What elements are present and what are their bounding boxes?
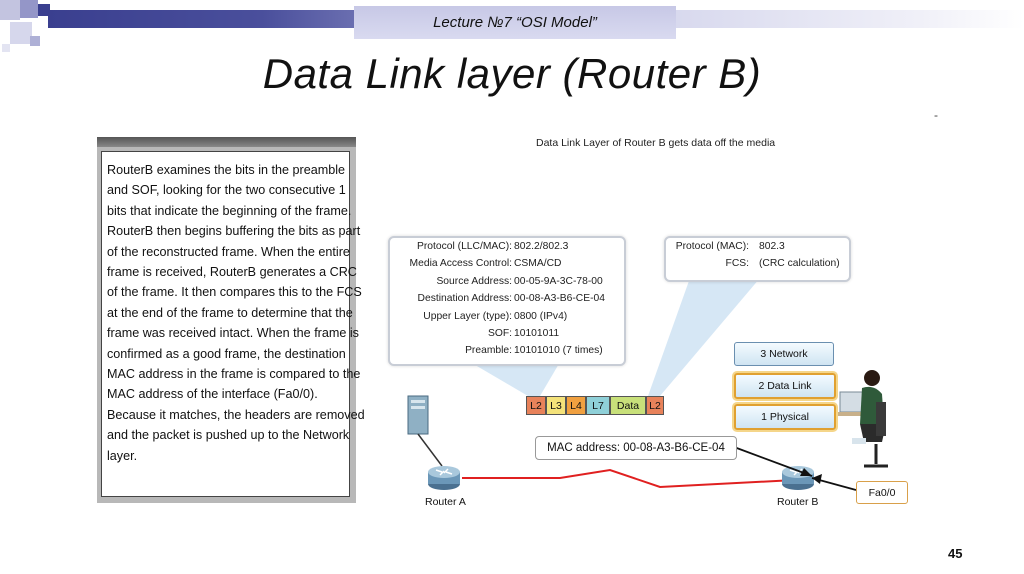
callout-key: Source Address:	[436, 275, 512, 287]
panel-text-line: layer.	[107, 448, 138, 463]
callout-value: 802.3	[759, 241, 785, 252]
decor-square	[38, 4, 50, 16]
callout-key: Destination Address:	[417, 293, 512, 305]
mac-arrow	[733, 446, 813, 477]
header-bar-right	[676, 10, 1024, 28]
decor-square	[20, 0, 38, 18]
panel-text: RouterB examines the bits in the preambl…	[107, 160, 365, 466]
callout-value: 0800 (IPv4)	[514, 310, 568, 322]
layer-network: 3 Network	[734, 342, 834, 366]
person-at-desk-icon	[834, 370, 888, 468]
panel-text-line: and the packet is pushed up to the Netwo…	[107, 428, 350, 443]
frame-segment: L2	[646, 396, 664, 415]
panel-text-line: of the reconstructed frame. When the ent…	[107, 244, 350, 259]
callout-value: CSMA/CD	[514, 258, 562, 270]
frame-segment: L3	[546, 396, 566, 415]
panel-text-line: frame was received intact. When the fram…	[107, 326, 359, 341]
panel-text-line: RouterB examines the bits in the preambl…	[107, 163, 346, 177]
callout-value: (CRC calculation)	[759, 258, 840, 270]
panel-text-line: and SOF, looking for the two consecutive…	[107, 183, 346, 198]
router-a-icon	[428, 466, 460, 490]
callout-key: FCS:	[725, 258, 749, 270]
callout-value: 10101011	[514, 328, 560, 339]
panel-text-line: RouterB then begins buffering the bits a…	[107, 224, 361, 239]
decor-square	[30, 36, 40, 46]
mac-address-label: MAC address: 00-08-A3-B6-CE-04	[535, 436, 737, 460]
header-bar-left	[48, 10, 354, 28]
panel-text-line: frame is received, RouterB generates a C…	[107, 265, 357, 280]
interface-label: Fa0/0	[856, 481, 908, 504]
panel-text-line: confirmed as a good frame, the destinati…	[107, 346, 346, 361]
layer-physical: 1 Physical	[734, 404, 836, 430]
callout-key: Upper Layer (type):	[423, 310, 512, 322]
page-number: 45	[948, 546, 963, 561]
panel-text-line: Because it matches, the headers are remo…	[107, 407, 365, 422]
decor-square	[2, 44, 10, 52]
frame-segment: L4	[566, 396, 586, 415]
router-b-icon	[782, 466, 814, 490]
panel-text-line: MAC address of the interface (Fa0/0).	[107, 387, 318, 402]
left-callout-wedge	[470, 362, 560, 396]
panel-text-line: of the frame. It then compares this to t…	[107, 285, 362, 300]
decor-square	[0, 0, 20, 20]
frame-segment: L2	[526, 396, 546, 415]
tick-mark: -	[934, 108, 938, 122]
network-link	[462, 468, 796, 489]
text-panel-header	[97, 137, 356, 147]
callout-value: 00-08-A3-B6-CE-04	[514, 293, 605, 305]
lecture-label: Lecture №7 “OSI Model”	[433, 14, 597, 31]
callout-key: Preamble:	[465, 345, 512, 357]
router-b-label: Router B	[777, 496, 819, 508]
router-a-label: Router A	[425, 496, 466, 508]
frame-segment: Data	[610, 396, 646, 415]
server-icon	[407, 395, 443, 467]
frame-segment: L7	[586, 396, 610, 415]
panel-text-line: at the end of the frame to determine tha…	[107, 305, 353, 320]
text-panel: RouterB examines the bits in the preambl…	[97, 137, 365, 503]
callout-key: Protocol (MAC):	[675, 241, 749, 252]
callout-value: 00-05-9A-3C-78-00	[514, 275, 603, 287]
decor-square	[10, 22, 32, 44]
panel-text-line: bits that indicate the beginning of the …	[107, 203, 352, 218]
layer-data-link: 2 Data Link	[734, 373, 836, 399]
slide-title: Data Link layer (Router B)	[262, 50, 762, 97]
panel-text-line: MAC address in the frame is compared to …	[107, 367, 361, 382]
text-panel-body: RouterB examines the bits in the preambl…	[101, 151, 365, 497]
diagram-caption: Data Link Layer of Router B gets data of…	[536, 137, 776, 149]
callout-value: 802.2/802.3	[514, 241, 569, 252]
lecture-label-box: Lecture №7 “OSI Model”	[354, 6, 676, 39]
callout-key: Protocol (LLC/MAC):	[417, 241, 512, 252]
right-callout-wedge	[648, 278, 760, 396]
callout-value: 10101010 (7 times)	[514, 345, 603, 357]
callout-key: Media Access Control:	[409, 258, 512, 270]
callout-key: SOF:	[487, 328, 512, 339]
